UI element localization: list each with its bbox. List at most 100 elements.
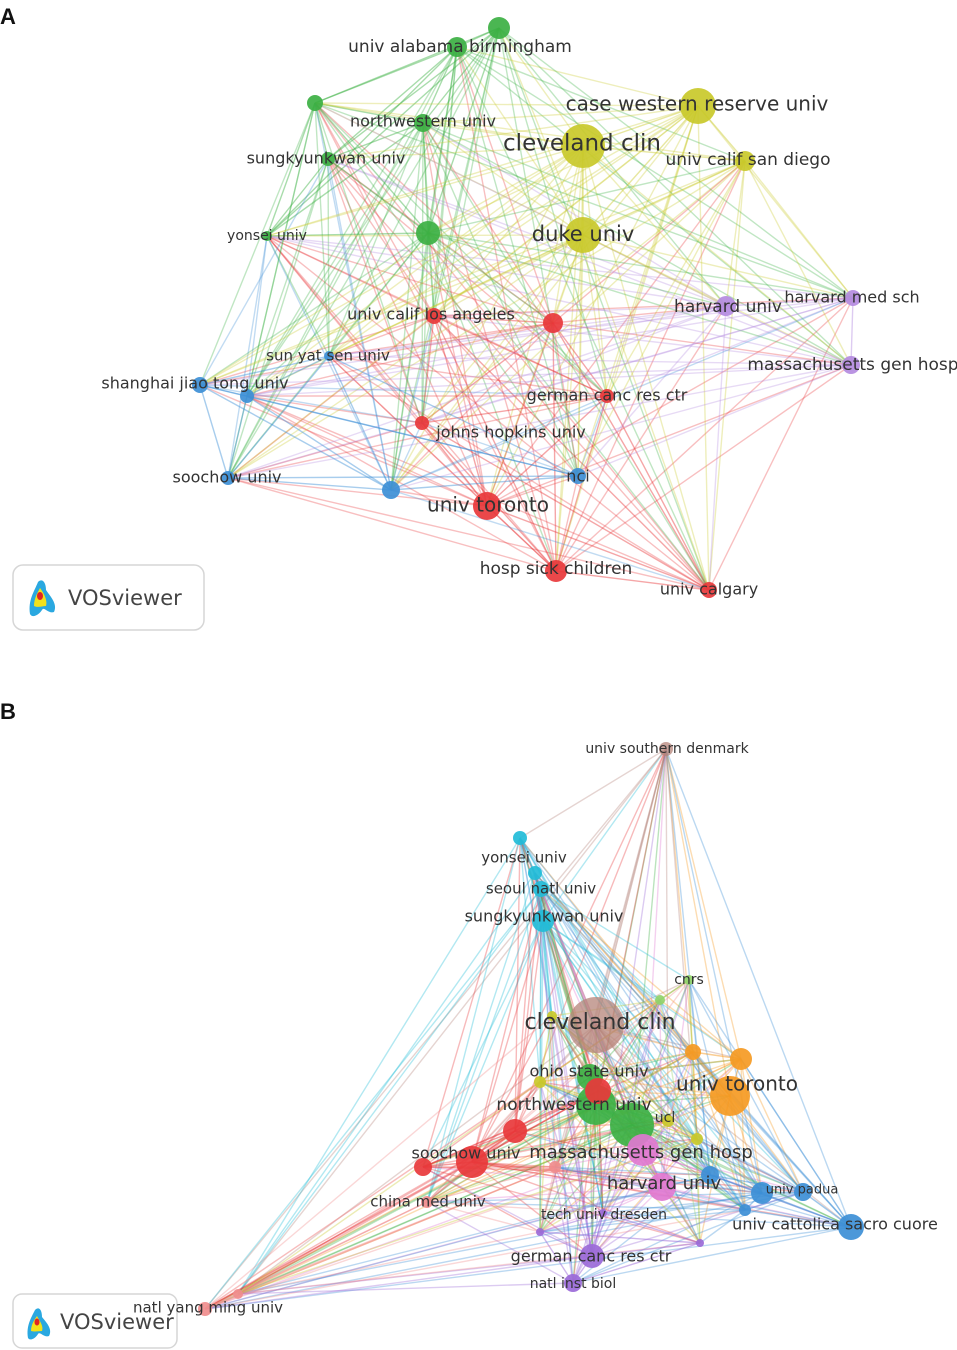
node-german-canc-res-ctr[interactable] [580, 1244, 604, 1268]
edge-a_skku-a_green3 [327, 158, 429, 234]
node-cnrs[interactable] [684, 975, 694, 985]
node-univ-toronto[interactable] [710, 1076, 750, 1116]
edge-a_toronto-a_sysu [328, 355, 488, 507]
edge-a_green1-a_nci [498, 27, 579, 477]
edge-a_green1-a_yonsei [266, 27, 500, 237]
node-univ-calif-los-angeles[interactable] [426, 308, 442, 324]
node-univ-cattolica-sacro-cuore[interactable] [838, 1214, 864, 1240]
node-german-canc-res-ctr[interactable] [600, 389, 614, 403]
edge-a_duke-a_harvard [582, 234, 727, 307]
node-soochow-univ[interactable] [221, 471, 235, 485]
edge-b_soochow-b_y4 [471, 1138, 698, 1163]
edge-a_calgary-a_sysu [328, 355, 710, 591]
node-b_violet1[interactable] [536, 1228, 544, 1236]
node-seoul-natl-univ[interactable] [533, 881, 549, 897]
node-cleveland-clin[interactable] [568, 997, 624, 1053]
node-tech-univ-dresden[interactable] [599, 1209, 607, 1217]
node-a_blue1[interactable] [240, 389, 254, 403]
label-harvard-univ: harvard univ [607, 1173, 722, 1194]
node-b_y2[interactable] [534, 1076, 546, 1088]
node-sungkyunkwan-univ[interactable] [321, 152, 335, 166]
edge-a_jhu-a_ucla [421, 315, 435, 424]
edge-b_snu-b_gcrc [540, 888, 593, 1257]
edge-a_toronto-a_blue2 [390, 489, 488, 507]
edge-a_green1-a_skku [327, 27, 500, 160]
edge-b_soochow-b_nymu [204, 1161, 473, 1310]
node-b_salmon1[interactable] [549, 1161, 561, 1173]
node-massachusetts-gen-hosp[interactable] [842, 356, 860, 374]
node-yonsei-univ[interactable] [262, 231, 272, 241]
node-b_blue3[interactable] [739, 1204, 751, 1216]
edge-a_toronto-a_yonsei [266, 235, 488, 507]
node-china-med-univ[interactable] [421, 1196, 433, 1208]
node-a_blue2[interactable] [382, 481, 400, 499]
edge-b_orange1-b_blue1 [740, 1058, 763, 1194]
edge-a_cwru-a_sjtu [199, 105, 699, 386]
node-massachusetts-gen-hosp[interactable] [627, 1134, 659, 1166]
edge-a_toronto-a_sjtu [199, 384, 488, 507]
node-johns-hopkins-univ[interactable] [415, 416, 429, 430]
node-b_blue2[interactable] [701, 1166, 719, 1184]
node-b_lg2[interactable] [655, 995, 665, 1005]
node-b_orange1[interactable] [730, 1048, 752, 1070]
node-northwestern-univ[interactable] [414, 114, 432, 132]
node-b_y4[interactable] [691, 1133, 703, 1145]
node-b_orange2[interactable] [685, 1044, 701, 1060]
node-b_cyan1[interactable] [528, 866, 542, 880]
edge-b_ucsc-b_tud [602, 1212, 852, 1228]
edge-a_jhu-a_soochow [227, 422, 423, 479]
node-a_red2[interactable] [543, 313, 563, 333]
edge-a_skku-a_green2 [314, 102, 329, 160]
edge-b_harvard-b_ucsc [661, 1186, 852, 1228]
edge-a_ucsd-a_blue2 [390, 160, 746, 491]
node-soochow-univ[interactable] [456, 1146, 488, 1178]
node-ucl[interactable] [662, 1115, 674, 1127]
node-univ-calif-san-diego[interactable] [735, 151, 755, 171]
edge-b_ucl-b_orange2 [667, 1051, 694, 1122]
node-cleveland-clin[interactable] [561, 124, 605, 168]
node-natl-yang-ming-univ[interactable] [198, 1302, 212, 1316]
node-sungkyunkwan-univ[interactable] [532, 910, 554, 932]
edge-a_skku-a_blue1 [246, 158, 329, 397]
node-natl-inst-biol[interactable] [564, 1274, 582, 1292]
edge-a_red2-a_yonsei [266, 235, 554, 324]
node-b_y3[interactable] [547, 1011, 557, 1021]
node-yonsei-univ[interactable] [513, 831, 527, 845]
edge-b_nw-b_nymu [204, 1104, 597, 1310]
node-harvard-univ[interactable] [716, 296, 736, 316]
node-univ-toronto[interactable] [473, 492, 501, 520]
node-univ-southern-denmark[interactable] [659, 742, 673, 756]
node-a_green3[interactable] [416, 221, 440, 245]
edge-b_red1-b_blue2 [514, 1130, 711, 1176]
edge-a_green1-a_soochow [227, 27, 500, 479]
label-sungkyunkwan-univ: sungkyunkwan univ [465, 907, 624, 926]
node-duke-univ[interactable] [565, 217, 601, 253]
edge-a_nw-a_green3 [422, 122, 429, 234]
node-b_red2[interactable] [585, 1078, 611, 1104]
node-hosp-sick-children[interactable] [545, 560, 567, 582]
node-shanghai-jiao-tong-univ[interactable] [192, 377, 208, 393]
label-univ-calif-los-angeles: univ calif los angeles [347, 305, 515, 324]
node-harvard-univ[interactable] [648, 1173, 676, 1201]
node-nci[interactable] [570, 468, 586, 484]
edge-b_orange1-b_salmon2 [237, 1058, 742, 1295]
node-harvard-med-sch[interactable] [845, 290, 861, 306]
node-b_salmon2[interactable] [233, 1289, 243, 1299]
edge-b_cnrs-b_blue2 [688, 979, 711, 1176]
node-case-western-reserve-univ[interactable] [680, 88, 716, 124]
node-sun-yat-sen-univ[interactable] [324, 351, 334, 361]
node-b_red3[interactable] [414, 1158, 432, 1176]
edge-b_salmon1-b_y3 [551, 1015, 556, 1168]
node-univ-padua[interactable] [794, 1183, 812, 1201]
edge-a_uab-a_yonsei [266, 46, 458, 237]
node-univ-calgary[interactable] [701, 582, 717, 598]
node-univ-alabama-birmingham[interactable] [447, 37, 467, 57]
node-a_green1[interactable] [488, 17, 510, 39]
node-b_blue1[interactable] [751, 1182, 773, 1204]
node-b_red1[interactable] [503, 1119, 527, 1143]
node-b_violet2[interactable] [696, 1239, 704, 1247]
node-a_green2[interactable] [307, 95, 323, 111]
label-ucl: ucl [655, 1110, 675, 1126]
edge-b_sdu-b_soochow [471, 748, 667, 1163]
edge-a_green1-a_hms [498, 27, 854, 299]
